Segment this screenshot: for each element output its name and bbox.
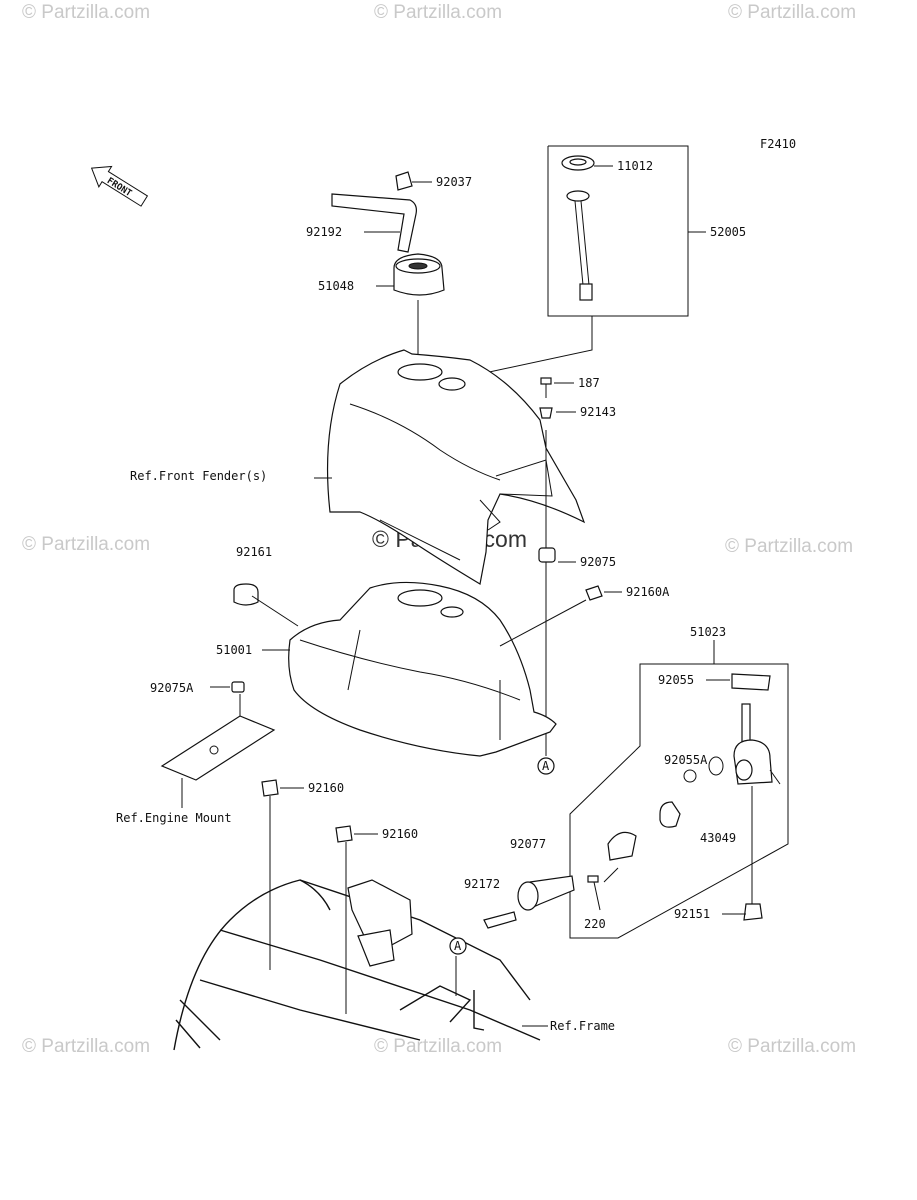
part-label-92161: 92161 bbox=[236, 545, 272, 559]
part-label-92143: 92143 bbox=[580, 405, 616, 419]
part-label-92075A: 92075A bbox=[150, 681, 194, 695]
part-label-92055: 92055 bbox=[658, 673, 694, 687]
ref-front-fender-label: Ref.Front Fender(s) bbox=[130, 469, 267, 483]
part-label-92192: 92192 bbox=[306, 225, 342, 239]
fuel-tank bbox=[233, 581, 622, 757]
front-fender-cover bbox=[314, 349, 586, 585]
frame: A bbox=[173, 879, 548, 1051]
part-label-92160-lower: 92160 bbox=[382, 827, 418, 841]
part-label-51048: 51048 bbox=[318, 279, 354, 293]
part-label-92160A: 92160A bbox=[626, 585, 670, 599]
part-label-92172: 92172 bbox=[464, 877, 500, 891]
watermark: © Partzilla.com bbox=[728, 2, 856, 23]
part-label-11012: 11012 bbox=[617, 159, 653, 173]
callout-marker-a: A bbox=[454, 939, 462, 953]
fuel-valve-assembly bbox=[483, 640, 789, 939]
figure-code: F2410 bbox=[760, 137, 796, 151]
part-label-92037: 92037 bbox=[436, 175, 472, 189]
part-label-92160-upper: 92160 bbox=[308, 781, 344, 795]
watermark: © Partzilla.com bbox=[728, 1036, 856, 1057]
front-arrow-icon: FRONT bbox=[90, 165, 149, 207]
part-label-92151: 92151 bbox=[674, 907, 710, 921]
ref-engine-mount-label: Ref.Engine Mount bbox=[116, 811, 232, 825]
frame-clips bbox=[261, 779, 378, 1014]
part-label-92055A: 92055A bbox=[664, 753, 708, 767]
fuel-gauge-assembly bbox=[451, 145, 706, 381]
breather-hose-and-cap bbox=[331, 171, 445, 360]
watermark: © Partzilla.com bbox=[22, 1036, 150, 1057]
part-label-52005: 52005 bbox=[710, 225, 746, 239]
part-label-92077: 92077 bbox=[510, 837, 546, 851]
part-label-43049: 43049 bbox=[700, 831, 736, 845]
part-label-187: 187 bbox=[578, 376, 600, 390]
part-label-51001: 51001 bbox=[216, 643, 252, 657]
tank-mount-hardware: A bbox=[537, 377, 576, 775]
watermark: © Partzilla.com bbox=[374, 1036, 502, 1057]
part-label-92075: 92075 bbox=[580, 555, 616, 569]
part-label-51023: 51023 bbox=[690, 625, 726, 639]
engine-mount-bracket bbox=[160, 681, 276, 808]
watermark: © Partzilla.com bbox=[22, 2, 150, 23]
callout-marker-a: A bbox=[542, 759, 550, 773]
watermark: © Partzilla.com bbox=[725, 536, 853, 557]
ref-frame-label: Ref.Frame bbox=[550, 1019, 615, 1033]
watermark: © Partzilla.com bbox=[22, 534, 150, 555]
watermark: © Partzilla.com bbox=[374, 2, 502, 23]
part-label-220: 220 bbox=[584, 917, 606, 931]
